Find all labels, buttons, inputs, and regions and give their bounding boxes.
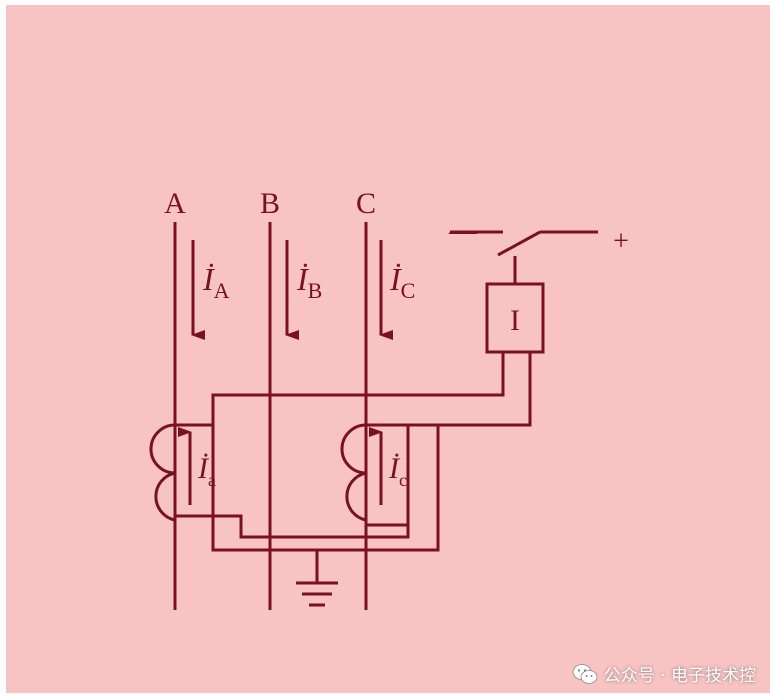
current-symbol-ib: İB (296, 261, 322, 303)
current-symbol-ic-secondary: İc (388, 452, 407, 490)
watermark-text: 公众号 · 电子技术控 (603, 666, 756, 686)
wire-relay-left (211, 352, 505, 552)
phase-label-b: B (260, 187, 280, 220)
phase-label-a: A (164, 187, 186, 220)
wechat-icon (572, 663, 598, 684)
current-symbol-ic: İC (389, 261, 415, 303)
current-symbol-ia-secondary: İa (197, 452, 216, 490)
phase-label-c: C (356, 187, 376, 220)
ct-coil-a (149, 423, 176, 522)
contact-arm (497, 230, 541, 257)
dc-positive-label: + (613, 226, 629, 257)
wire-relay-right (175, 352, 532, 539)
watermark: 公众号 · 电子技术控 (572, 661, 756, 686)
diagram-frame (6, 5, 770, 693)
current-symbol-ia: İA (202, 261, 230, 303)
ct-coil-c (340, 423, 367, 522)
relay-label: I (510, 304, 520, 337)
dc-negative-label: — (448, 216, 478, 247)
